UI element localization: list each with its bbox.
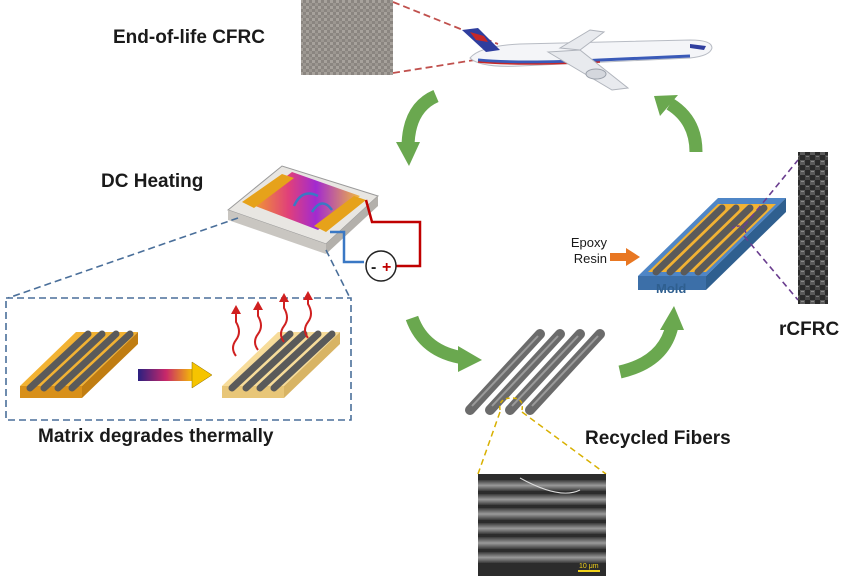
rcfrc-zoom-line-top	[743, 159, 799, 227]
rcfrc-zoom-line-bottom	[743, 235, 799, 301]
sem-zoom-line-left	[477, 411, 501, 475]
mold-icon	[638, 198, 786, 290]
cfrc-fabric-image	[301, 0, 393, 75]
label-recycled-fibers: Recycled Fibers	[585, 428, 731, 449]
recycled-fibers-icon	[465, 329, 605, 415]
inset-zoom-line-right	[325, 249, 351, 299]
airplane-icon	[462, 28, 713, 91]
label-mold: Mold	[656, 281, 687, 296]
composite-degraded-icon	[222, 330, 340, 398]
polarity-plus: +	[382, 259, 391, 276]
epoxy-arrow-icon	[610, 248, 640, 266]
label-epoxy: Epoxy	[570, 235, 607, 250]
label-resin: Resin	[573, 251, 607, 266]
polarity-minus: -	[371, 259, 376, 276]
cycle-arrow-bottom-right	[618, 306, 684, 379]
heat-wave-arrowheads	[231, 291, 313, 314]
thermal-degradation-inset	[5, 297, 352, 421]
rcfrc-weave-image	[798, 152, 828, 304]
sem-scale-bar-label: 10 μm	[579, 563, 599, 570]
composite-before-icon	[20, 330, 138, 398]
sem-fiber-image	[478, 474, 606, 576]
cycle-arrow-bottom-left	[405, 315, 482, 372]
heating-arrow-icon	[138, 361, 213, 389]
power-source-icon	[365, 250, 397, 282]
label-rcfrc: rCFRC	[779, 319, 840, 340]
cycle-arrow-top-left	[396, 90, 439, 166]
wire-positive	[364, 199, 422, 268]
inset-zoom-line-left	[7, 217, 239, 299]
dc-heating-plate	[226, 165, 379, 254]
label-end-of-life-cfrc: End-of-life CFRC	[113, 27, 265, 48]
label-dc-heating: DC Heating	[101, 171, 204, 192]
sem-zoom-line-right	[521, 411, 607, 475]
rcfrc-zoom-marker	[731, 225, 747, 235]
cycle-arrow-top-right	[654, 95, 703, 153]
heat-wave-icons	[232, 298, 312, 357]
label-matrix-degrades: Matrix degrades thermally	[38, 426, 274, 447]
wire-negative	[330, 230, 364, 264]
